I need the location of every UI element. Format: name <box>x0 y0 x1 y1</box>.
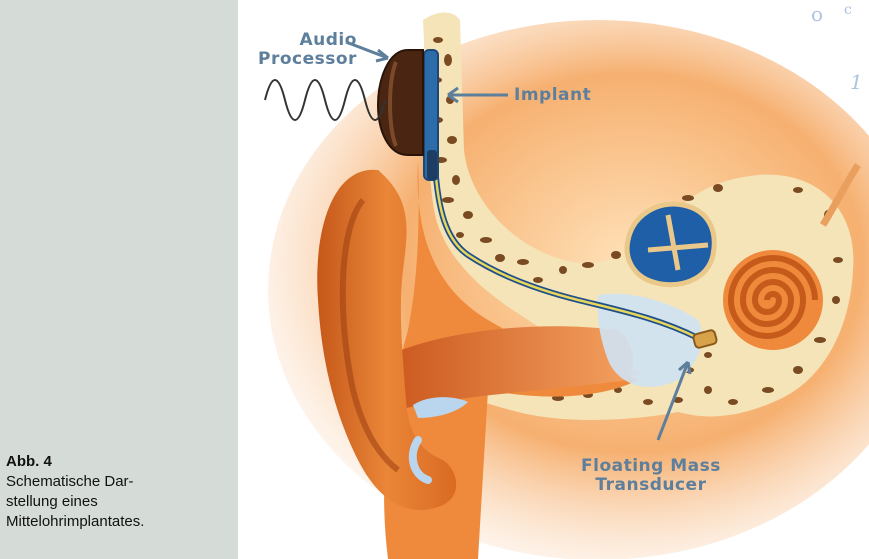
caption-text: Schematische Dar- stellung eines Mittelo… <box>6 472 234 532</box>
cochlea <box>723 250 823 350</box>
label-implant: Implant <box>514 86 591 105</box>
figure-caption: Abb. 4 Schematische Dar- stellung eines … <box>6 452 234 532</box>
label-floating-mass-transducer: Floating Mass Transducer <box>581 457 721 495</box>
caption-sidebar: Abb. 4 Schematische Dar- stellung eines … <box>0 0 238 559</box>
ear-anatomy-drawing <box>238 0 869 559</box>
figure-number: Abb. 4 <box>6 452 234 472</box>
label-audio-processor: Audio Processor <box>258 31 357 69</box>
watermark-letter-1: o <box>811 2 823 26</box>
watermark-letter-3: 1 <box>850 70 863 94</box>
implant-magnet <box>427 150 437 180</box>
ear-implant-illustration: Audio Processor Implant Floating Mass Tr… <box>238 0 869 559</box>
watermark-letter-2: c <box>844 2 852 18</box>
